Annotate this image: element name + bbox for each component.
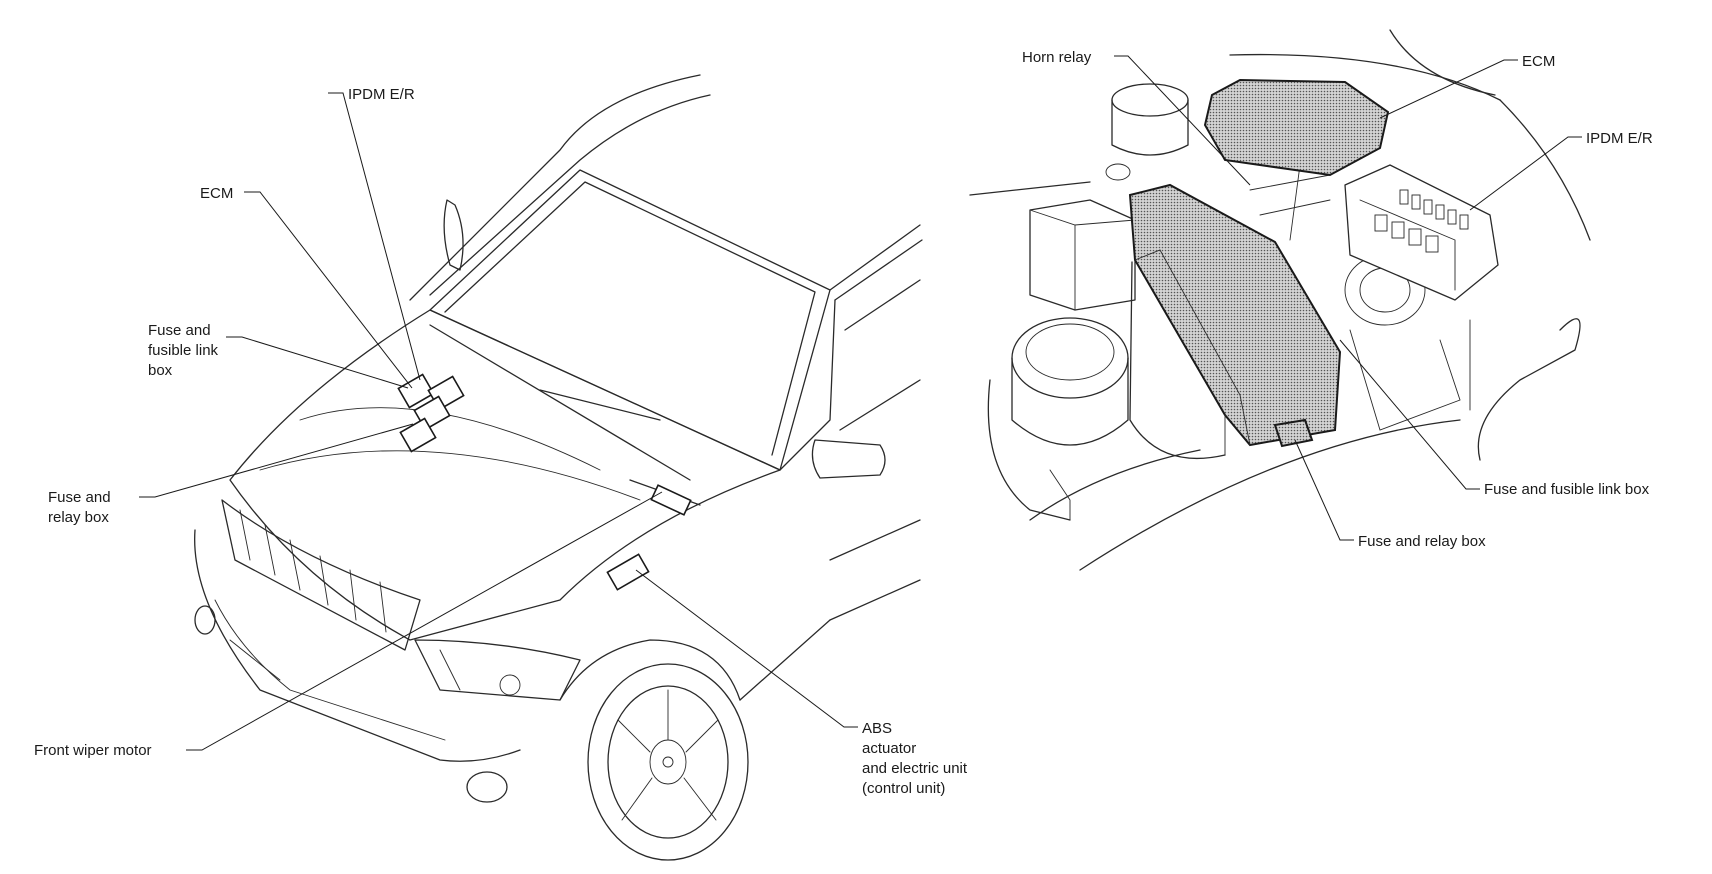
- right-leader-lines: [1114, 55, 1582, 541]
- label-fuse-link-left-3: box: [148, 362, 173, 379]
- label-ecm-right: ECM: [1522, 53, 1555, 70]
- label-fuse-relay-left-2: relay box: [48, 509, 109, 526]
- label-fuse-link-left-2: fusible link: [148, 342, 219, 359]
- ipdm-fuse-slots: [1374, 189, 1469, 253]
- left-leader-lines: [139, 92, 858, 751]
- label-fuse-link-right: Fuse and fusible link box: [1484, 481, 1650, 498]
- label-abs-1: ABS: [862, 720, 892, 737]
- fuse-fusible-link-box: [1128, 183, 1342, 447]
- abs-marker: [606, 553, 650, 591]
- label-ipdm-right: IPDM E/R: [1586, 130, 1653, 147]
- label-fuse-relay-left-1: Fuse and: [48, 489, 111, 506]
- ecm-unit: [1203, 78, 1390, 177]
- vehicle-illustration: [194, 74, 923, 861]
- engine-compartment-illustration: [969, 29, 1591, 571]
- wiper-motor-marker: [650, 484, 692, 516]
- label-abs-4: (control unit): [862, 780, 945, 797]
- left-labels: IPDM E/R ECM Fuse and fusible link box F…: [34, 86, 968, 797]
- label-ecm-left: ECM: [200, 185, 233, 202]
- engine-components: [1128, 78, 1499, 459]
- label-abs-2: actuator: [862, 740, 916, 757]
- ipdm-unit: [1344, 164, 1499, 301]
- fuse-relay-box-marker: [399, 417, 437, 453]
- label-abs-3: and electric unit: [862, 760, 968, 777]
- label-fuse-link-left-1: Fuse and: [148, 322, 211, 339]
- fuse-relay-box: [1273, 418, 1314, 448]
- label-horn-relay: Horn relay: [1022, 49, 1092, 66]
- label-ipdm-left: IPDM E/R: [348, 86, 415, 103]
- label-fuse-relay-right: Fuse and relay box: [1358, 533, 1486, 550]
- label-wiper-motor: Front wiper motor: [34, 742, 152, 759]
- right-labels: Horn relay ECM IPDM E/R Fuse and fusible…: [1022, 49, 1653, 550]
- fuse-fusible-link-box-marker: [397, 373, 435, 409]
